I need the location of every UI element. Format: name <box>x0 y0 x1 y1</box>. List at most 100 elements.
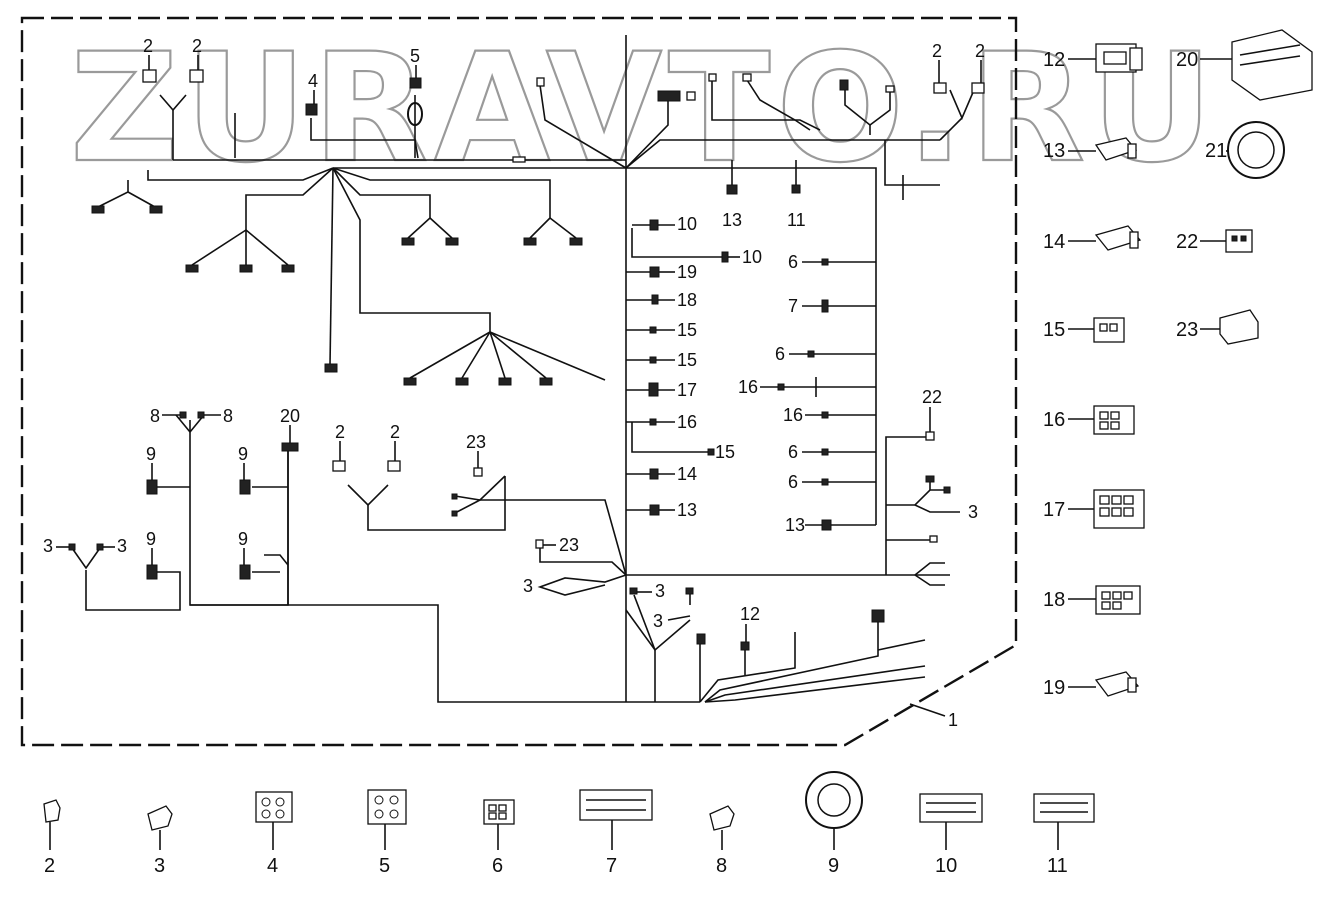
part-23-drawing <box>1219 309 1259 345</box>
part-label-20: 20 <box>1176 49 1198 71</box>
part-10-drawing <box>919 793 983 823</box>
connector <box>925 475 935 483</box>
connector <box>871 609 885 623</box>
callout: 15 <box>715 442 735 462</box>
part-17-drawing <box>1093 489 1145 529</box>
connector-19 <box>649 266 660 278</box>
callout: 16 <box>738 377 758 397</box>
part-label-13: 13 <box>1043 140 1065 162</box>
callout: 2 <box>975 41 985 61</box>
connector-13 <box>649 504 660 516</box>
part-label-10: 10 <box>935 855 957 877</box>
connector-20 <box>281 442 299 452</box>
part-7-drawing <box>579 789 653 821</box>
callout: 7 <box>788 296 798 316</box>
connector <box>742 73 752 82</box>
part-20-drawing <box>1231 29 1313 101</box>
connector-2 <box>142 69 157 83</box>
callout: 3 <box>653 611 663 631</box>
callout: 8 <box>150 406 160 426</box>
callout: 18 <box>677 290 697 310</box>
connector-9 <box>146 479 158 495</box>
assembly-leader <box>909 703 946 717</box>
connector-3 <box>96 543 104 551</box>
connector-8 <box>197 411 205 419</box>
callout: 3 <box>655 581 665 601</box>
connector <box>523 237 537 246</box>
connector <box>686 91 696 101</box>
connector-7 <box>821 299 829 313</box>
callout: 9 <box>238 529 248 549</box>
connector-6 <box>807 350 815 358</box>
part-3-drawing <box>147 805 173 831</box>
connector-13 <box>726 184 738 195</box>
part-12-drawing <box>1095 43 1143 73</box>
callout: 12 <box>740 604 760 624</box>
callout: 16 <box>783 405 803 425</box>
connector-8 <box>179 411 187 419</box>
part-6-drawing <box>483 799 515 825</box>
connector-16 <box>821 411 829 419</box>
part-label-17: 17 <box>1043 499 1065 521</box>
part-label-21: 21 <box>1205 140 1227 162</box>
connector-6 <box>821 258 829 266</box>
connector-3 <box>629 587 638 595</box>
connector-18 <box>651 294 659 305</box>
callout: 8 <box>223 406 233 426</box>
connector-2 <box>387 460 401 472</box>
part-21-drawing <box>1227 121 1285 179</box>
callout: 9 <box>146 444 156 464</box>
connector <box>539 377 553 386</box>
callout: 2 <box>390 422 400 442</box>
part-label-3: 3 <box>154 855 165 877</box>
connector <box>324 363 338 373</box>
callout: 4 <box>308 71 318 91</box>
connector <box>445 237 459 246</box>
connector <box>569 237 583 246</box>
part-22-drawing <box>1225 229 1253 253</box>
connector-5-grommet <box>407 102 423 126</box>
callout: 15 <box>677 320 697 340</box>
connector <box>149 205 163 214</box>
callout: 23 <box>559 535 579 555</box>
connector <box>91 205 105 214</box>
connector-12 <box>740 641 750 651</box>
callout: 5 <box>410 46 420 66</box>
part-label-14: 14 <box>1043 231 1065 253</box>
connector-16 <box>649 418 657 426</box>
connector-11 <box>791 184 801 194</box>
connector-17 <box>648 382 659 397</box>
bottom-parts: 2 3 4 5 6 7 8 9 10 11 <box>43 771 1095 877</box>
callout: 16 <box>677 412 697 432</box>
connector <box>498 377 512 386</box>
part-19-drawing <box>1094 671 1140 697</box>
connector <box>281 264 295 273</box>
connector <box>708 73 717 82</box>
connector <box>943 486 951 494</box>
part-label-16: 16 <box>1043 409 1065 431</box>
connector <box>512 156 526 163</box>
part-label-4: 4 <box>267 855 278 877</box>
part-14-drawing <box>1094 225 1142 251</box>
callout: 13 <box>722 210 742 230</box>
connector <box>185 264 199 273</box>
callout: 10 <box>677 214 697 234</box>
connector <box>451 493 458 500</box>
part-label-7: 7 <box>606 855 617 877</box>
connector-9 <box>239 479 251 495</box>
callout: 6 <box>775 344 785 364</box>
connector-9 <box>239 564 251 580</box>
part-9-drawing <box>805 771 863 829</box>
part-label-19: 19 <box>1043 677 1065 699</box>
callout: 2 <box>932 41 942 61</box>
connector-2 <box>189 69 204 83</box>
connector <box>239 264 253 273</box>
connector-15 <box>649 326 657 334</box>
connector-23 <box>473 467 483 477</box>
part-label-11: 11 <box>1047 855 1068 877</box>
callout: 19 <box>677 262 697 282</box>
part-label-12: 12 <box>1043 49 1065 71</box>
callout: 9 <box>146 529 156 549</box>
part-label-5: 5 <box>379 855 390 877</box>
part-18-drawing <box>1095 585 1141 615</box>
